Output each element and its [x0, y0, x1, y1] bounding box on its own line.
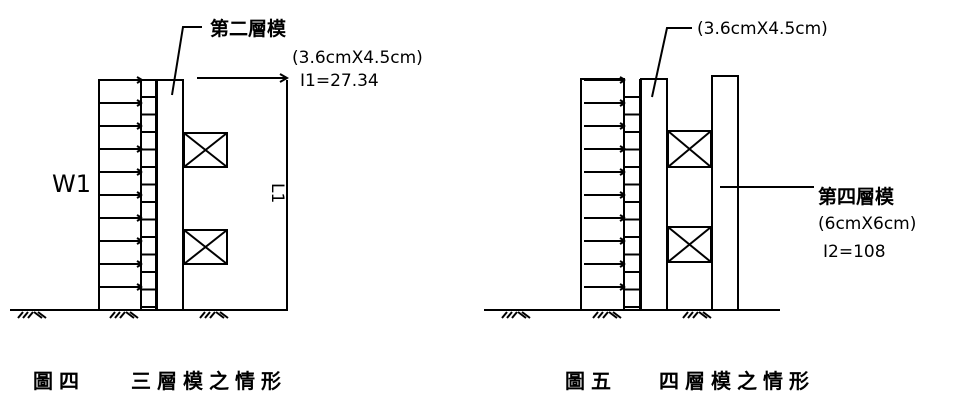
arrowhead	[619, 240, 626, 245]
arrowhead	[619, 263, 626, 268]
hatch-mark	[125, 311, 135, 319]
hatch-mark	[682, 311, 689, 319]
hatch-mark	[129, 311, 139, 319]
load-arrows	[99, 76, 143, 291]
spacer-block-1	[667, 130, 712, 168]
hatch-mark	[219, 311, 229, 319]
hatch-mark	[33, 311, 43, 319]
leader-line-top	[651, 27, 692, 98]
figure-4: 第二層模 (3.6cmX4.5cm) I1=27.34 W1 L1 圖四 三層模…	[10, 17, 423, 393]
size-label-top: (3.6cmX4.5cm)	[697, 19, 828, 39]
layer-label: 第四層模	[818, 185, 895, 208]
inertia-label: I2=108	[823, 242, 886, 262]
hatch-mark	[692, 311, 699, 319]
layer-label: 第二層模	[210, 17, 287, 40]
size-label: (3.6cmX4.5cm)	[292, 48, 423, 68]
hatch-mark	[592, 311, 599, 319]
hatch-mark	[511, 311, 518, 319]
hatch-mark	[109, 311, 116, 319]
hatch-mark	[612, 311, 622, 319]
hatch-mark	[17, 311, 24, 319]
leader-line	[171, 26, 202, 96]
ground-hatch	[17, 311, 229, 319]
spacer-block-1	[183, 132, 228, 168]
third-layer-plank	[640, 78, 668, 311]
ground-hatch	[501, 311, 712, 319]
inertia-label: I1=27.34	[300, 71, 379, 91]
hatch-mark	[698, 311, 708, 319]
hatch-mark	[687, 311, 694, 319]
arrowhead	[619, 171, 626, 176]
caption-number: 圖五	[565, 369, 617, 393]
hatch-mark	[22, 311, 29, 319]
arrowhead	[619, 125, 626, 130]
size-label: (6cmX6cm)	[818, 214, 916, 234]
hatch-mark	[501, 311, 508, 319]
arrowhead	[619, 286, 626, 291]
caption-number: 圖四	[33, 369, 85, 393]
hatch-mark	[204, 311, 211, 319]
hatch-mark	[597, 311, 604, 319]
hatch-mark	[608, 311, 618, 319]
caption-text: 三層模之情形	[131, 369, 287, 393]
hatch-mark	[506, 311, 513, 319]
load-arrows	[584, 76, 626, 291]
hatch-mark	[199, 311, 206, 319]
arrowhead	[619, 194, 626, 199]
hatch-mark	[702, 311, 712, 319]
hatch-mark	[27, 311, 34, 319]
second-layer-plank	[156, 79, 184, 311]
length-label: L1	[267, 183, 287, 203]
strip-ticks	[141, 96, 156, 308]
hatch-mark	[517, 311, 527, 319]
arrowhead	[619, 79, 626, 84]
strip-ticks	[624, 96, 640, 308]
load-label: W1	[52, 170, 91, 198]
hatch-mark	[209, 311, 216, 319]
hatch-mark	[114, 311, 121, 319]
caption-text: 四層模之情形	[659, 369, 815, 393]
hatch-mark	[521, 311, 531, 319]
fourth-layer-plank	[711, 75, 739, 311]
hatch-mark	[602, 311, 609, 319]
arrowhead	[619, 102, 626, 107]
figure-5: (3.6cmX4.5cm) 第四層模 (6cmX6cm) I2=108 圖五 四…	[484, 19, 916, 393]
hatch-mark	[119, 311, 126, 319]
spacer-block-2	[183, 229, 228, 265]
arrowhead	[279, 73, 290, 83]
hatch-mark	[215, 311, 225, 319]
spacer-block-2	[667, 226, 712, 263]
hatch-mark	[37, 311, 47, 319]
